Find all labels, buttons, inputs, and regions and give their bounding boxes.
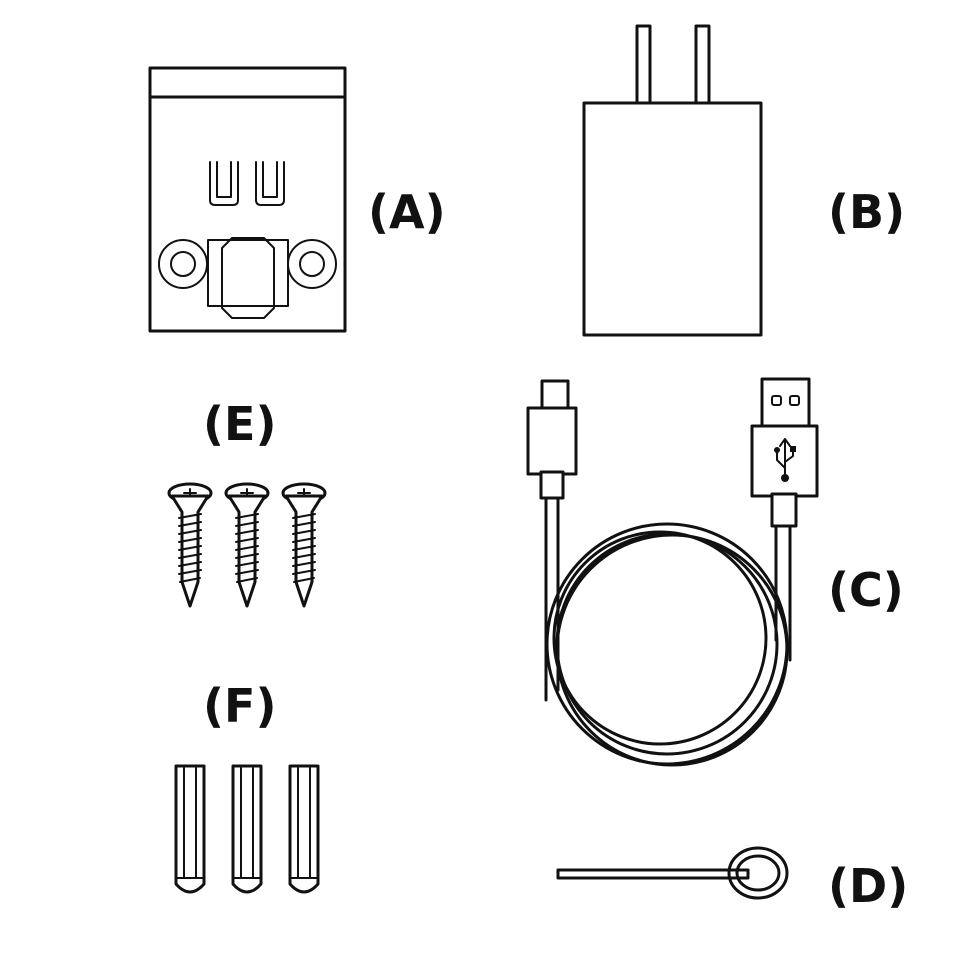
- label-c: (C): [828, 563, 904, 617]
- label-e: (E): [203, 397, 276, 451]
- wall-anchors: [174, 764, 320, 894]
- label-b: (B): [828, 185, 905, 239]
- screws: [167, 482, 327, 608]
- ejector-pin: [556, 846, 789, 900]
- label-d: (D): [828, 859, 908, 913]
- power-adapter: [582, 24, 763, 337]
- mounting-bracket: [148, 66, 347, 333]
- label-a: (A): [368, 185, 446, 239]
- usb-cable: [526, 377, 819, 767]
- label-f: (F): [203, 679, 276, 733]
- usb-icon: [774, 438, 796, 482]
